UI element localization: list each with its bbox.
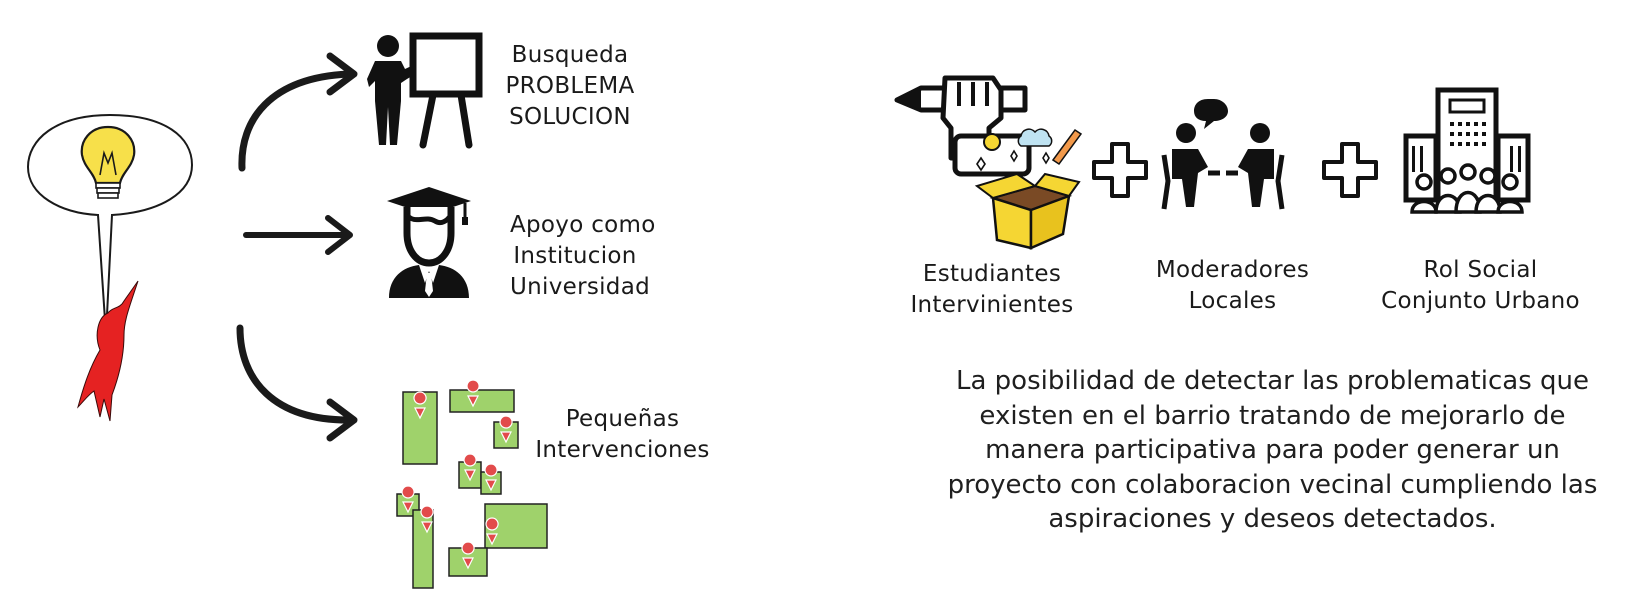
arrow-straight-branch <box>243 215 353 255</box>
actor-label-line: Intervinientes <box>910 292 1074 318</box>
actor-label-line: Moderadores <box>1155 257 1310 283</box>
actor-label-moderadores: Moderadores Locales <box>1145 255 1320 317</box>
actor-label-line: Estudiantes <box>922 261 1062 287</box>
branch-label-line: Institucion <box>513 243 637 269</box>
branch-label-line: Apoyo como <box>510 212 656 238</box>
actor-label-line: Locales <box>1188 288 1277 314</box>
arrow-up-branch <box>238 52 358 172</box>
branch-label-line: Pequeñas <box>565 406 680 432</box>
description-paragraph: La posibilidad de detectar las problemat… <box>900 364 1645 537</box>
arrow-down-branch <box>236 324 358 442</box>
branch-label-line: Intervenciones <box>535 437 710 463</box>
actor-label-rol-social: Rol Social Conjunto Urbano <box>1378 255 1583 317</box>
paragraph-line: manera participativa para poder generar … <box>985 435 1560 465</box>
actor-label-line: Conjunto Urbano <box>1381 288 1580 314</box>
teacher-board-icon <box>367 32 483 149</box>
map-plots-icon <box>396 379 548 589</box>
lightbulb-icon <box>80 125 136 199</box>
students-creativity-icon <box>894 75 1083 250</box>
paragraph-line: La posibilidad de detectar las problemat… <box>956 366 1589 396</box>
branch-label-intervenciones: Pequeñas Intervenciones <box>530 404 715 466</box>
paragraph-line: aspiraciones y deseos detectados. <box>1048 504 1497 534</box>
meeting-dialogue-icon <box>1161 99 1285 210</box>
branch-label-line: Universidad <box>510 274 650 300</box>
plus-icon <box>1092 142 1148 198</box>
actor-label-line: Rol Social <box>1423 257 1538 283</box>
branch-label-problema: Busqueda PROBLEMA SOLUCION <box>505 40 635 133</box>
urban-community-icon <box>1403 87 1531 214</box>
idea-person-icon <box>26 113 194 422</box>
plus-icon <box>1322 142 1378 198</box>
branch-label-line: Busqueda <box>511 42 629 68</box>
paragraph-line: proyecto con colaboracion vecinal cumpli… <box>947 469 1598 500</box>
actor-label-estudiantes: Estudiantes Intervinientes <box>902 259 1082 321</box>
paragraph-line: existen en el barrio tratando de mejorar… <box>979 400 1566 431</box>
branch-label-line: SOLUCION <box>509 104 631 130</box>
graduate-icon <box>387 187 471 298</box>
branch-label-universidad: Apoyo como Institucion Universidad <box>510 210 656 303</box>
branch-label-line: PROBLEMA <box>505 73 635 99</box>
